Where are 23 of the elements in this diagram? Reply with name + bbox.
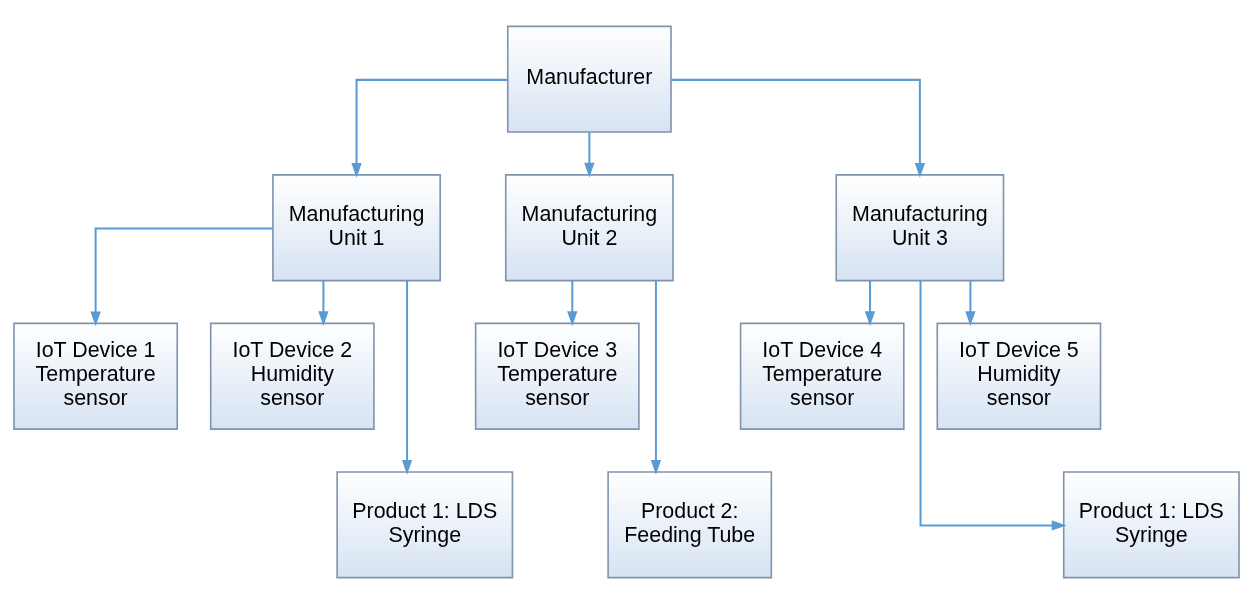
node-box: Manufacturer (506, 25, 672, 133)
node-box: Product 1: LDS Syringe (1062, 470, 1240, 578)
arrow (351, 78, 508, 178)
node-box: Manufacturing Unit 2 (504, 173, 674, 281)
arrow (919, 280, 1067, 531)
arrow (671, 78, 926, 178)
arrow (965, 280, 976, 326)
node-box: IoT Device 4 Temperature sensor (739, 322, 905, 430)
arrow (650, 280, 662, 475)
arrow (864, 280, 876, 326)
node-box: IoT Device 2 Humidity sensor (209, 322, 375, 430)
node-box: Manufacturing Unit 3 (835, 173, 1005, 281)
arrow (401, 280, 413, 475)
node-box: Manufacturing Unit 1 (272, 173, 441, 281)
node-box: IoT Device 3 Temperature sensor (474, 322, 640, 430)
arrow (567, 280, 578, 326)
node-box: IoT Device 5 Humidity sensor (936, 322, 1102, 430)
arrow (318, 280, 329, 326)
node-box: Product 1: LDS Syringe (336, 470, 514, 578)
arrow (90, 226, 273, 326)
arrow (584, 131, 595, 177)
node-box: IoT Device 1 Temperature sensor (13, 322, 179, 430)
node-box: Product 2: Feeding Tube (607, 470, 773, 578)
